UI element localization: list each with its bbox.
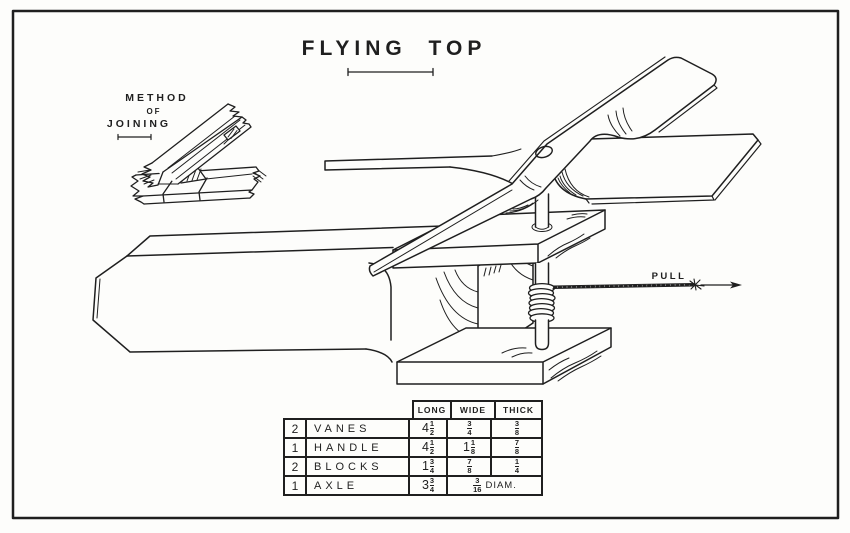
value-whole: 1 xyxy=(421,459,429,474)
qty-cell: 1 xyxy=(285,477,307,494)
bottom-board-drawing xyxy=(396,327,612,385)
qty-cell: 1 xyxy=(285,439,307,456)
string-coil-drawing xyxy=(527,282,556,323)
axle-upper-drawing xyxy=(534,192,550,230)
value-whole: 4 xyxy=(421,440,429,455)
parts-table-header: LONG WIDE THICK xyxy=(412,400,543,420)
qty-cell: 2 xyxy=(285,458,307,475)
name-cell: VANES xyxy=(307,420,410,437)
value-whole: 1 xyxy=(462,440,470,455)
inset-label-line3: JOINING xyxy=(107,118,171,130)
name-cell: BLOCKS xyxy=(307,458,410,475)
inset-label-line2: OF xyxy=(146,107,161,116)
diam-label: DIAM. xyxy=(485,480,517,491)
vane-top-stick-drawing xyxy=(368,56,718,277)
inset-label: METHOD OF JOINING xyxy=(107,92,189,141)
pull-label: PULL xyxy=(652,271,687,282)
inset-underline xyxy=(117,133,152,141)
name-cell: AXLE xyxy=(307,477,410,494)
border-frame xyxy=(11,9,840,520)
value-whole: 3 xyxy=(421,478,429,493)
joining-inset-drawing xyxy=(130,103,267,205)
header-wide: WIDE xyxy=(452,402,496,418)
header-long: LONG xyxy=(414,402,452,418)
qty-cell: 2 xyxy=(285,420,307,437)
inset-label-line1: METHOD xyxy=(125,92,189,104)
title-underline xyxy=(347,67,434,77)
page-title: FLYING TOP xyxy=(302,37,487,60)
axle-tip-drawing xyxy=(534,319,550,351)
arrowhead-icon xyxy=(730,281,742,289)
name-cell: HANDLE xyxy=(307,439,410,456)
value-whole: 4 xyxy=(421,421,429,436)
title-block: FLYING TOP xyxy=(302,37,487,77)
axle-lower-drawing xyxy=(534,262,550,286)
pull-string-drawing xyxy=(552,278,742,291)
header-thick: THICK xyxy=(503,405,534,415)
string-knot xyxy=(686,278,705,291)
